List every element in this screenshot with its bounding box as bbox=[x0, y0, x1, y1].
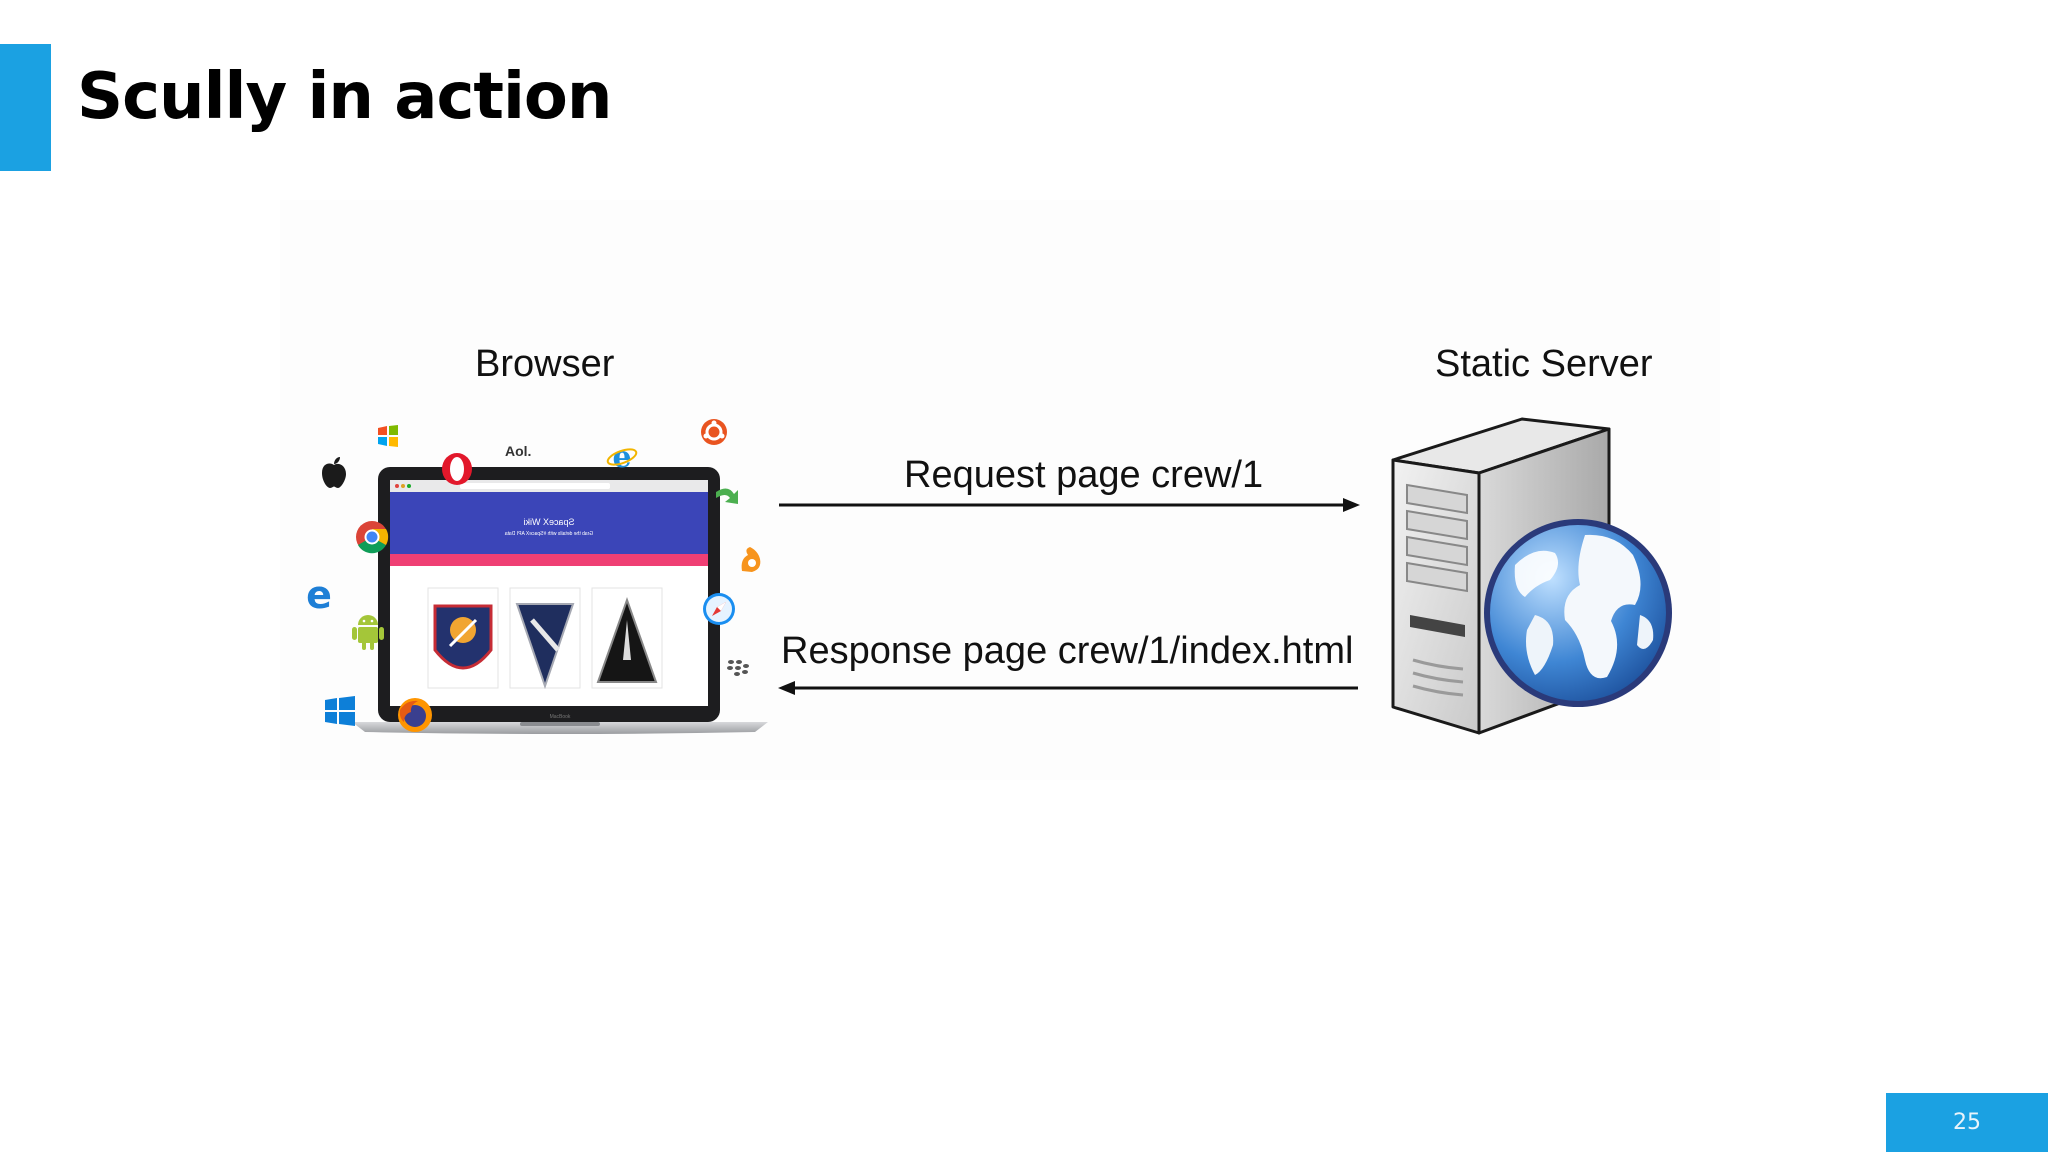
request-label: Request page crew/1 bbox=[904, 454, 1264, 496]
laptop-brand-text: MacBook bbox=[550, 714, 571, 720]
opera-icon bbox=[442, 453, 472, 485]
windows-flag-icon bbox=[378, 425, 398, 447]
svg-text:e: e bbox=[306, 576, 332, 614]
edge-icon: e bbox=[306, 576, 332, 614]
page-number: 25 bbox=[1953, 1110, 1981, 1135]
arrow-icon bbox=[716, 488, 738, 504]
ie-icon: e bbox=[606, 440, 638, 472]
screen-site-subtitle: Grab the details with #SpaceX API Data bbox=[505, 531, 594, 537]
laptop-image: SpaceX Wiki Grab the details with #Space… bbox=[352, 467, 768, 734]
windows-icon bbox=[325, 696, 355, 726]
safari-icon bbox=[703, 593, 735, 625]
firefox-icon bbox=[398, 698, 432, 732]
aol-logo: Aol. bbox=[505, 443, 532, 459]
slide-title: Scully in action bbox=[77, 60, 612, 134]
chrome-icon bbox=[356, 521, 389, 554]
response-label: Response page crew/1/index.html bbox=[781, 630, 1354, 672]
blackberry-icon bbox=[727, 660, 749, 676]
request-arrow bbox=[779, 498, 1360, 512]
apple-icon bbox=[322, 457, 346, 488]
android-icon bbox=[352, 615, 384, 650]
server-image bbox=[1391, 417, 1672, 735]
server-label: Static Server bbox=[1435, 343, 1653, 385]
browser-label: Browser bbox=[475, 343, 615, 385]
uc-browser-icon bbox=[741, 547, 761, 572]
response-arrow bbox=[778, 681, 1358, 695]
ubuntu-icon bbox=[701, 419, 727, 445]
svg-text:e: e bbox=[612, 440, 631, 472]
screen-site-title: SpaceX Wiki bbox=[523, 517, 574, 527]
page-number-box: 25 bbox=[1886, 1093, 2048, 1152]
title-accent-bar bbox=[0, 44, 51, 171]
